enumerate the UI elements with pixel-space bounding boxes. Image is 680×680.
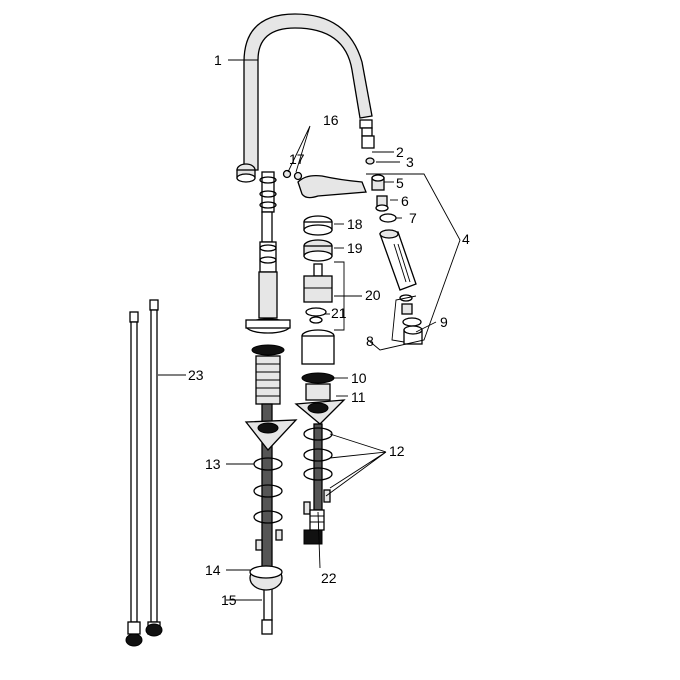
- washer-set-part-12: [303, 423, 333, 515]
- callout-13: 13: [205, 456, 221, 472]
- cap-part-18: [303, 215, 333, 236]
- callout-23: 23: [188, 367, 204, 383]
- callout-14: 14: [205, 562, 221, 578]
- spout-shank-rod: [245, 171, 291, 635]
- valve-part-22: [303, 509, 325, 545]
- callout-12: 12: [389, 443, 405, 459]
- callout-11: 11: [351, 389, 366, 405]
- spout-part-1: [243, 13, 373, 171]
- aerator-set-part-8: [399, 294, 423, 345]
- clip-part-21: [305, 307, 327, 324]
- base-plate-left: [244, 419, 298, 451]
- base-plate-part-11: [294, 399, 346, 425]
- callout-1: 1: [214, 52, 222, 68]
- cartridge-part-20: [303, 263, 333, 303]
- callout-21: 21: [331, 305, 347, 321]
- sprayhead-part-4: [379, 229, 417, 291]
- supply-hoses-part-23: [125, 299, 163, 647]
- callout-8: 8: [366, 333, 374, 349]
- callout-labels: 1 2 3 4 5 6 7 8 9 10 11 12 13 14 15 16 1…: [188, 52, 470, 608]
- nut-part-19: [303, 239, 333, 262]
- cap-part-17-left: [236, 163, 256, 183]
- nut-part-14: [249, 565, 283, 591]
- callout-20: 20: [365, 287, 381, 303]
- screws-part-16: [282, 169, 303, 181]
- callout-4: 4: [462, 231, 470, 247]
- leader-lines: [158, 59, 461, 601]
- oring-part-7: [379, 213, 397, 223]
- callout-17: 17: [289, 151, 305, 167]
- body-sleeve-part-10: [301, 329, 335, 401]
- callout-22: 22: [321, 570, 337, 586]
- callout-18: 18: [347, 216, 363, 232]
- connector-part-2: [359, 119, 375, 149]
- callout-10: 10: [351, 370, 367, 386]
- nut-part-5: [371, 174, 385, 191]
- callout-6: 6: [401, 193, 409, 209]
- seal-part-3: [365, 157, 375, 165]
- callout-5: 5: [396, 175, 404, 191]
- callout-9: 9: [440, 314, 448, 330]
- washer-set-part-13: [253, 457, 283, 551]
- callout-7: 7: [409, 210, 417, 226]
- callout-2: 2: [396, 144, 404, 160]
- callout-16: 16: [323, 112, 339, 128]
- callout-3: 3: [406, 154, 414, 170]
- callout-15: 15: [221, 592, 237, 608]
- lever-handle: [297, 174, 367, 199]
- connector-part-6: [375, 195, 389, 212]
- callout-19: 19: [347, 240, 363, 256]
